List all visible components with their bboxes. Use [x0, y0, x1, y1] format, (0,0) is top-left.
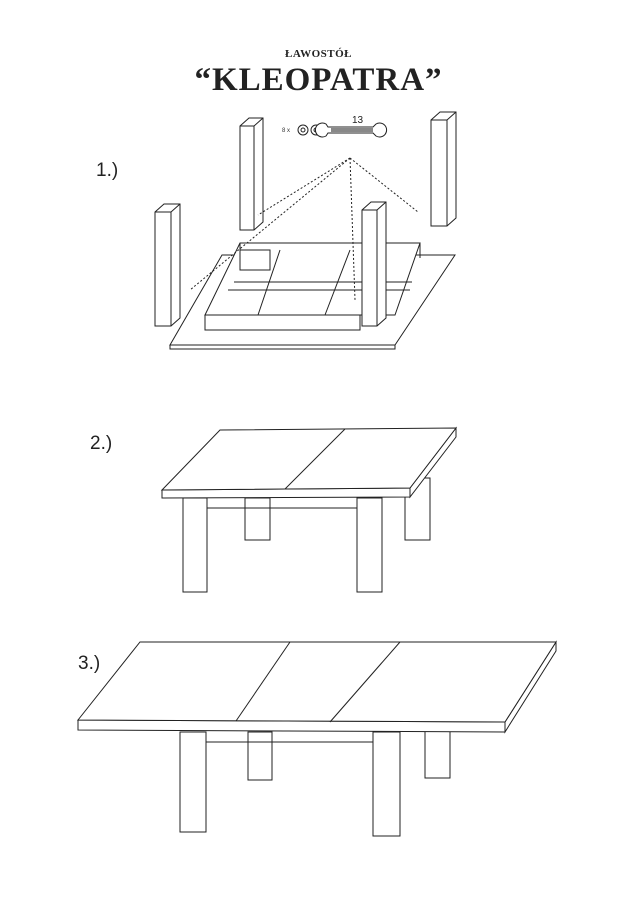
hardware-icons: 8 x 13	[282, 115, 388, 138]
tabletop	[76, 641, 557, 723]
leg-front-right	[372, 731, 401, 837]
tabletop-seam-right	[329, 641, 401, 723]
leg-back-left	[247, 731, 273, 781]
product-type: ŁAWOSTÓŁ	[285, 48, 352, 60]
step-1-diagram	[154, 111, 457, 350]
step-2-label: 2.)	[90, 433, 113, 454]
leg-front-left	[179, 731, 207, 833]
tabletop-seam-left	[235, 641, 291, 722]
leg-back-left	[244, 497, 271, 541]
leg-back-left	[239, 117, 264, 231]
nut-icon	[297, 124, 309, 136]
step-3-diagram	[76, 640, 557, 837]
tabletop	[160, 427, 458, 491]
step-1-label: 1.)	[96, 160, 119, 181]
step-2-diagram	[160, 426, 458, 593]
assembly-guide-lines	[189, 157, 419, 301]
frame-rail	[204, 314, 361, 331]
leg-back-right	[424, 727, 451, 779]
leg-back-right	[430, 111, 457, 227]
step-3-label: 3.)	[78, 653, 101, 674]
leg-front-left	[182, 497, 208, 593]
wrench-size: 13	[352, 115, 364, 126]
leg-front-right	[361, 201, 387, 327]
leg-front-right	[356, 497, 383, 593]
wrench-icon	[314, 122, 388, 138]
leg-front-left	[154, 203, 181, 327]
hardware-quantity: 8 x	[282, 128, 290, 134]
tabletop-seam	[284, 428, 346, 490]
product-title: “KLEOPATRA”	[194, 62, 443, 98]
